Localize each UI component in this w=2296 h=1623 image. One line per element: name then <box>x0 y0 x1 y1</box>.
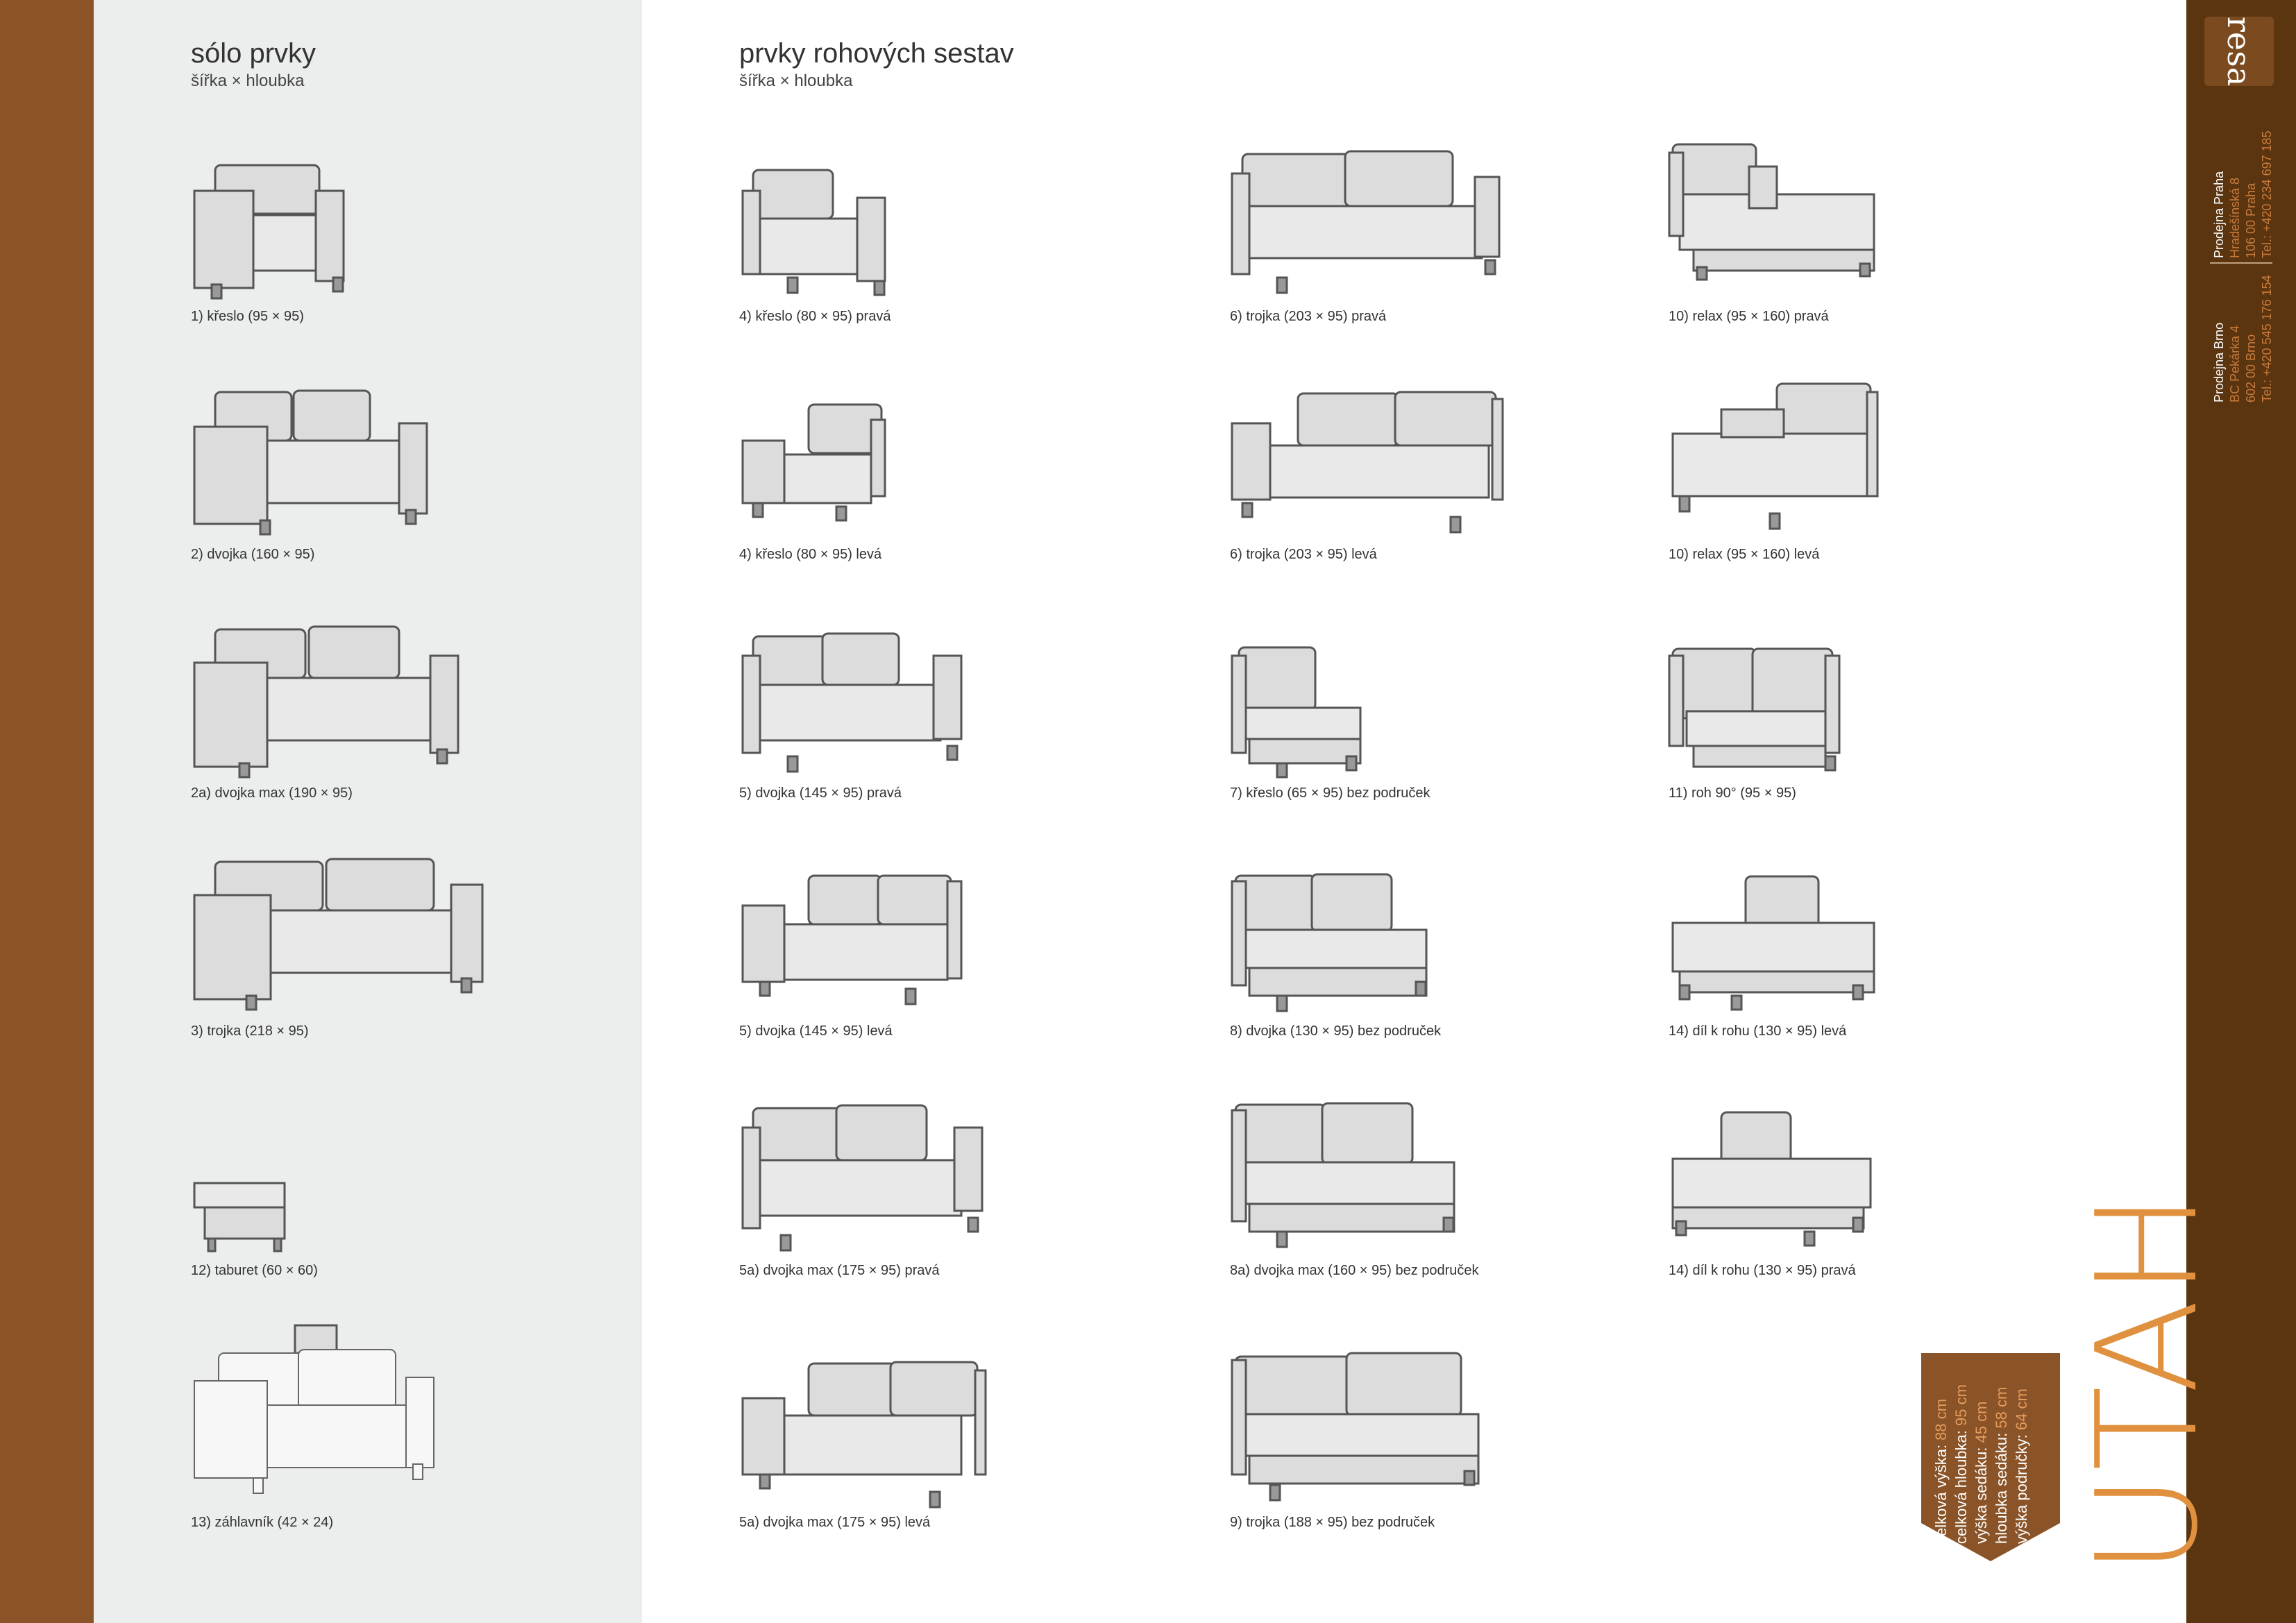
sofa-image-armchair <box>191 160 361 302</box>
caption-corner-6-left: 6) trojka (203 × 95) levá <box>1230 547 1377 562</box>
sofa-image-armchair-right <box>739 163 899 298</box>
caption-solo-2a: 2a) dvojka max (190 × 95) <box>191 785 353 801</box>
left-brown-stripe <box>0 0 94 1623</box>
sofa-image-2-seater-armless <box>1229 867 1437 1017</box>
sofa-image-2-seater-right <box>739 628 968 777</box>
caption-corner-4-right: 4) křeslo (80 × 95) pravá <box>739 309 891 324</box>
corner-title: prvky rohových sestav <box>739 38 1014 69</box>
caption-corner-5a-right: 5a) dvojka max (175 × 95) pravá <box>739 1263 940 1278</box>
caption-corner-10-right: 10) relax (95 × 160) pravá <box>1669 309 1829 324</box>
sofa-image-2-seater-max-armless <box>1229 1096 1464 1252</box>
sofa-image-corner-piece-left <box>1666 871 1881 1013</box>
sofa-image-ottoman <box>191 1180 292 1256</box>
caption-solo-13: 13) záhlavník (42 × 24) <box>191 1515 334 1530</box>
caption-corner-5-right: 5) dvojka (145 × 95) pravá <box>739 785 902 801</box>
sofa-image-2-seater-max-right <box>739 1100 993 1256</box>
specs-list: celková výška: 88 cm celková hloubka: 95… <box>1932 1384 2030 1544</box>
caption-corner-6-right: 6) trojka (203 × 95) pravá <box>1230 309 1387 324</box>
sofa-image-corner-piece-right <box>1666 1107 1877 1249</box>
sofa-image-relax-left <box>1666 378 1881 534</box>
caption-corner-10-left: 10) relax (95 × 160) levá <box>1669 547 1820 562</box>
sofa-image-armchair-left <box>739 399 899 524</box>
sofa-image-corner-90 <box>1666 642 1846 781</box>
sofa-image-relax-right <box>1666 139 1881 281</box>
contact-divider <box>2210 262 2272 264</box>
caption-corner-14-right: 14) díl k rohu (130 × 95) pravá <box>1669 1263 1856 1278</box>
caption-solo-2: 2) dvojka (160 × 95) <box>191 547 315 562</box>
caption-solo-12: 12) taburet (60 × 60) <box>191 1263 318 1278</box>
sofa-image-3-seater-left <box>1229 385 1506 541</box>
caption-solo-1: 1) křeslo (95 × 95) <box>191 309 304 324</box>
sofa-image-headrest <box>191 1322 441 1502</box>
sofa-image-2-seater-left <box>739 867 968 1017</box>
sofa-image-3-seater-right <box>1229 146 1506 302</box>
specs-tag <box>1921 1353 2060 1561</box>
caption-corner-8: 8) dvojka (130 × 95) bez područek <box>1230 1023 1442 1039</box>
solo-subtitle: šířka × hloubka <box>191 71 305 90</box>
sofa-image-2-seater-max <box>191 621 469 781</box>
caption-solo-3: 3) trojka (218 × 95) <box>191 1023 309 1039</box>
sofa-image-3-seater-armless <box>1229 1346 1496 1506</box>
sofa-image-armchair-armless <box>1229 642 1371 781</box>
sofa-image-2-seater <box>191 385 434 538</box>
contact-brno: Prodejna Brno BC Pekárka 4 602 00 Brno T… <box>2212 275 2274 402</box>
right-contact-bar <box>2186 0 2296 1623</box>
caption-corner-8a: 8a) dvojka max (160 × 95) bez područek <box>1230 1263 1479 1278</box>
caption-corner-5a-left: 5a) dvojka max (175 × 95) levá <box>739 1515 931 1530</box>
caption-corner-7: 7) křeslo (65 × 95) bez područek <box>1230 785 1430 801</box>
caption-corner-4-left: 4) křeslo (80 × 95) levá <box>739 547 882 562</box>
sofa-image-2-seater-max-left <box>739 1357 989 1513</box>
caption-corner-9: 9) trojka (188 × 95) bez područek <box>1230 1515 1435 1530</box>
caption-corner-5-left: 5) dvojka (145 × 95) levá <box>739 1023 893 1039</box>
solo-title: sólo prvky <box>191 38 316 69</box>
corner-subtitle: šířka × hloubka <box>739 71 853 90</box>
caption-corner-11: 11) roh 90° (95 × 95) <box>1669 785 1796 801</box>
brand-title: UTAH <box>2067 1189 2229 1575</box>
resa-logo: resa <box>2204 17 2274 86</box>
contact-praha: Prodejna Praha Hradešínská 8 106 00 Prah… <box>2212 130 2274 258</box>
sofa-image-3-seater <box>191 853 489 1013</box>
caption-corner-14-left: 14) díl k rohu (130 × 95) levá <box>1669 1023 1847 1039</box>
